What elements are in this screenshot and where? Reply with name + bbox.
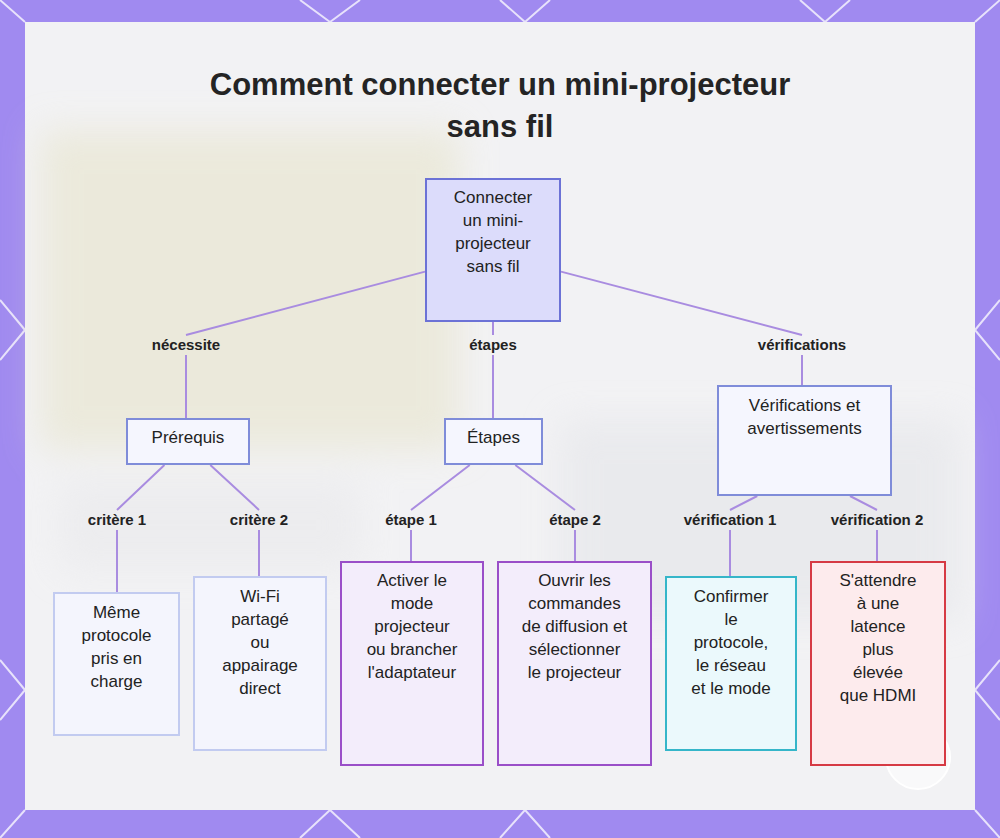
node-text: Confirmer le protocole, le réseau et le … — [691, 585, 771, 700]
node-text: Ouvrir les commandes de diffusion et sél… — [521, 569, 628, 684]
node-text: Vérifications et avertissements — [735, 394, 874, 440]
edge-label: critère 2 — [230, 511, 288, 529]
node-text: Étapes — [467, 426, 520, 449]
connector-line — [730, 496, 757, 576]
warning-box: S'attendre à une latence plus élevée que… — [810, 561, 946, 766]
inner-panel — [25, 22, 975, 810]
category-box: Prérequis — [126, 418, 250, 465]
diagram-title: Comment connecter un mini-projecteur san… — [180, 64, 820, 148]
edge-label: vérification 1 — [684, 511, 777, 529]
edge-label: nécessite — [152, 336, 220, 354]
connector-line — [117, 465, 164, 592]
connector-line — [850, 496, 877, 561]
edge-label: critère 1 — [88, 511, 146, 529]
criterion-box: Même protocole pris en charge — [53, 592, 180, 736]
node-text: Même protocole pris en charge — [75, 601, 158, 693]
node-text: Wi-Fi partagé ou appairage direct — [221, 585, 299, 700]
node-text: Prérequis — [152, 426, 225, 449]
node-text: Connecter un mini-projecteur sans fil — [445, 186, 541, 278]
step-box: Ouvrir les commandes de diffusion et sél… — [497, 561, 652, 766]
step-box: Activer le mode projecteur ou brancher l… — [340, 561, 484, 766]
root-box: Connecter un mini-projecteur sans fil — [425, 178, 561, 322]
category-box: Étapes — [444, 418, 543, 465]
edge-label: étapes — [469, 336, 517, 354]
edge-label: étape 1 — [385, 511, 437, 529]
node-text: Activer le mode projecteur ou brancher l… — [366, 569, 458, 684]
criterion-box: Wi-Fi partagé ou appairage direct — [193, 576, 327, 751]
blurred-photo — [40, 130, 960, 620]
edge-label: étape 2 — [549, 511, 601, 529]
connector-line — [186, 272, 425, 418]
check-box: Confirmer le protocole, le réseau et le … — [665, 576, 797, 751]
edge-label: vérification 2 — [831, 511, 924, 529]
category-box: Vérifications et avertissements — [717, 385, 892, 496]
connector-line — [561, 272, 802, 385]
edge-label: vérifications — [758, 336, 846, 354]
node-text: S'attendre à une latence plus élevée que… — [838, 569, 918, 707]
